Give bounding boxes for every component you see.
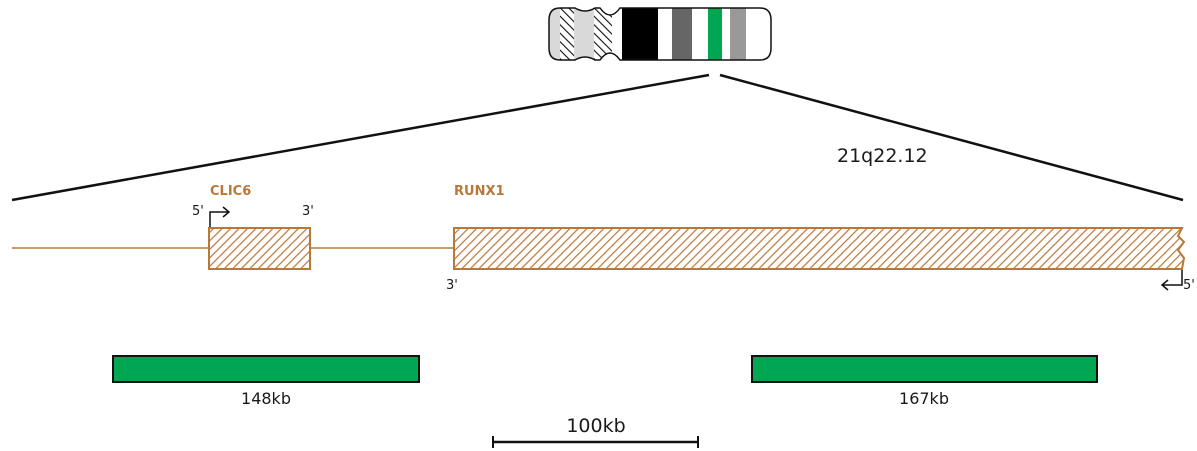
gene-runx1-five-prime: 5' — [1183, 278, 1195, 293]
gene-runx1: RUNX1 3' 5' — [446, 184, 1195, 293]
gene-clic6: CLIC6 5' 3' — [192, 184, 314, 270]
chromosome-outline — [548, 7, 772, 61]
highlighted-band — [708, 8, 722, 60]
deletion-label: 167kb — [899, 389, 949, 408]
zoom-line-left — [11, 73, 710, 202]
gene-clic6-five-prime: 5' — [192, 204, 204, 219]
transcription-start-arrow-icon — [1160, 270, 1183, 291]
scale-bar: 100kb — [492, 415, 699, 448]
deletion-label: 148kb — [241, 389, 291, 408]
gene-clic6-label: CLIC6 — [210, 184, 251, 199]
zoom-line-right — [719, 73, 1184, 202]
gene-clic6-three-prime: 3' — [302, 204, 314, 219]
deletion-167kb: 167kb — [751, 355, 1098, 408]
scale-bar-label: 100kb — [566, 415, 625, 437]
gene-clic6-body — [208, 227, 311, 270]
deletion-bar — [751, 355, 1098, 383]
gene-runx1-label: RUNX1 — [454, 184, 505, 199]
band-label: 21q22.12 — [837, 145, 928, 167]
gene-runx1-body — [453, 227, 1186, 270]
chromosome-ideogram — [549, 8, 771, 60]
deletion-148kb: 148kb — [112, 355, 420, 408]
deletion-bar — [112, 355, 420, 383]
transcription-start-arrow-icon — [209, 206, 231, 227]
gene-runx1-three-prime: 3' — [446, 278, 458, 293]
